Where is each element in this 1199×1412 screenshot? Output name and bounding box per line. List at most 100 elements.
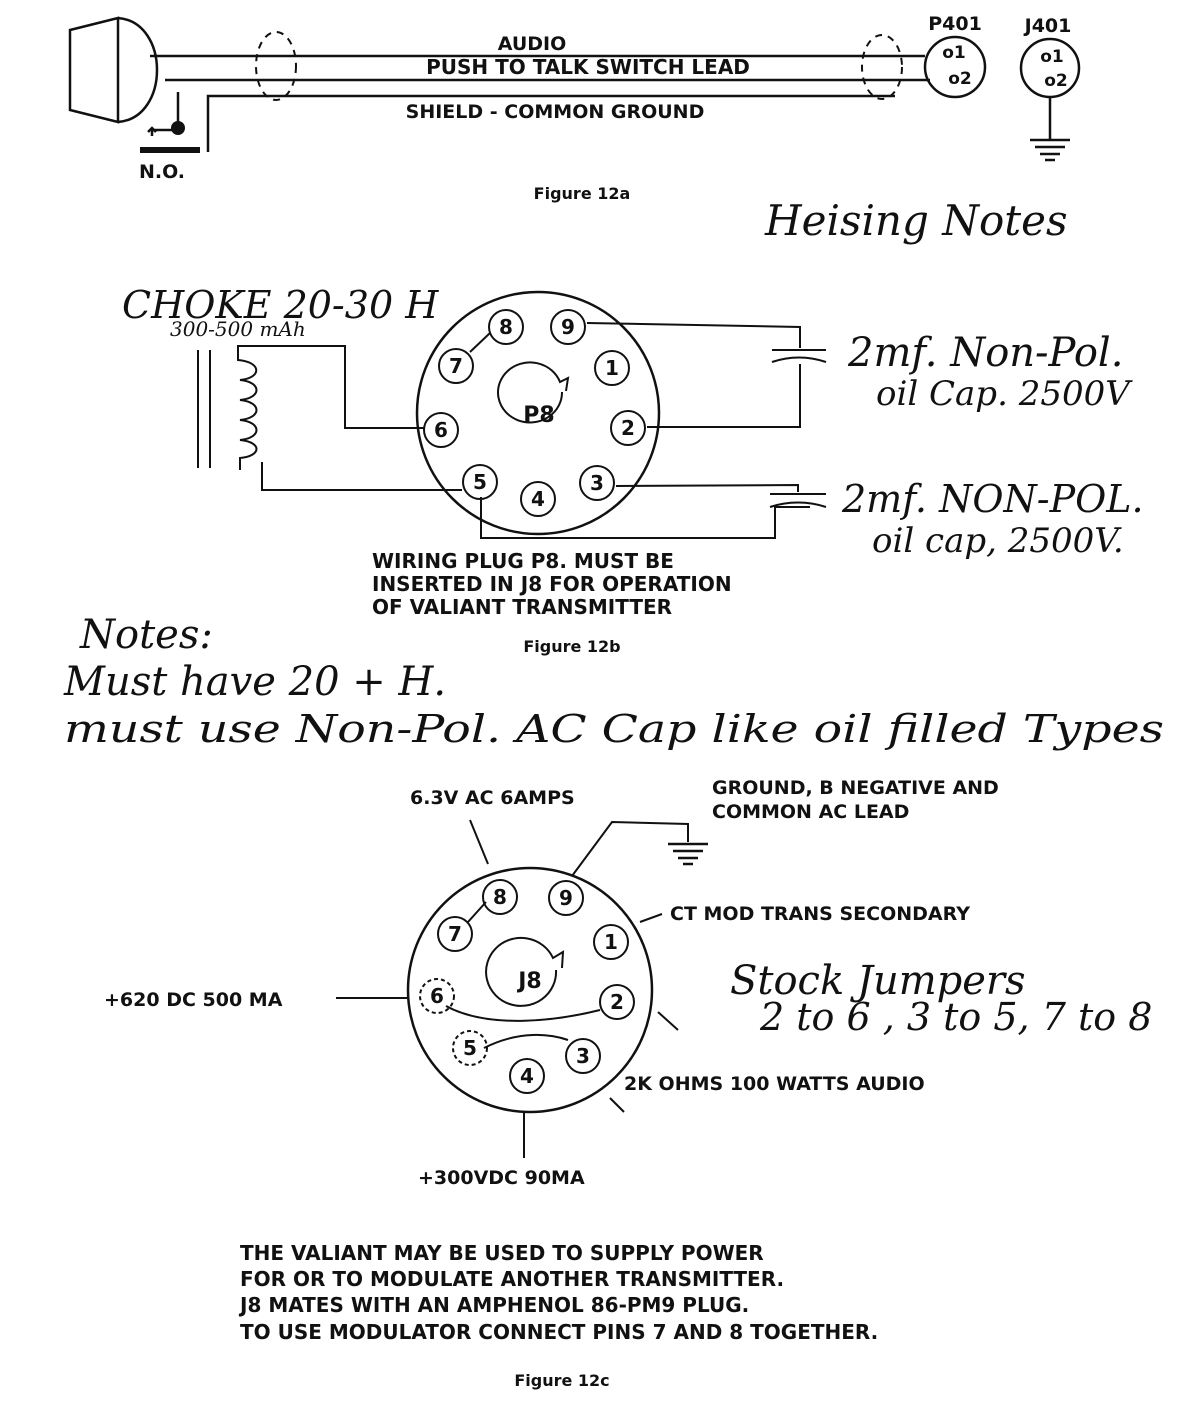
- stock-jumper-2-6: [445, 1005, 601, 1022]
- p8-pin-8-circle: [488, 309, 524, 345]
- p8-pin-group: 1 2 3 4 5 6 7 8 9: [423, 309, 646, 517]
- j8-pin-5-circle: [452, 1030, 488, 1066]
- stock-jumpers-list: 2 to 6 , 3 to 5, 7 to 8: [759, 995, 1152, 1039]
- stock-jumper-7-8: [467, 901, 487, 923]
- heising-notes: Heising Notes: [764, 196, 1068, 245]
- ground-icon-12c: [668, 842, 708, 866]
- capacitor-1-icon: [647, 349, 827, 428]
- j401-pin-1: o1: [1040, 47, 1064, 67]
- p8-pin-2-circle: [610, 410, 646, 446]
- leader-2k-2: [609, 1097, 625, 1113]
- p8-pin-7: 7: [449, 354, 463, 378]
- figure-12c-caption: Figure 12c: [514, 1371, 609, 1390]
- j401-connector: o1 o2: [1019, 37, 1081, 162]
- notes-line1: Must have 20 + H.: [63, 659, 446, 705]
- p8-pin-1-circle: [594, 350, 630, 386]
- shield-ellipse-left: [255, 31, 297, 101]
- p8-pin-6: 6: [434, 418, 448, 442]
- p8-pin-3: 3: [590, 471, 604, 495]
- shield-ellipse-right: [861, 34, 903, 100]
- j401-pin-2: o2: [1044, 71, 1068, 91]
- label-2k-ohms: 2K OHMS 100 WATTS AUDIO: [624, 1073, 925, 1095]
- j8-note-line4: TO USE MODULATOR CONNECT PINS 7 AND 8 TO…: [240, 1320, 878, 1344]
- p8-note-line3: OF VALIANT TRANSMITTER: [372, 595, 672, 619]
- figure-12a-caption: Figure 12a: [534, 184, 631, 203]
- j8-pin-8-circle: [482, 879, 518, 915]
- stock-jumpers-title: Stock Jumpers: [730, 958, 1026, 1004]
- j8-pin-6-circle: [419, 978, 455, 1014]
- choke-inductor-icon: [197, 345, 258, 470]
- handwritten-notes: Notes: Must have 20 + H. must use Non-Po…: [63, 612, 1164, 751]
- p401-connector: o1 o2: [923, 35, 987, 99]
- p401-pin-2: o2: [948, 69, 972, 89]
- j8-pin-3-circle: [565, 1038, 601, 1074]
- j8-pin-4-circle: [509, 1058, 545, 1094]
- j401-label: J401: [1023, 15, 1072, 37]
- j8-pin-7-circle: [437, 916, 473, 952]
- leader-6-3v: [469, 819, 489, 865]
- microphone-icon: [68, 16, 159, 124]
- p8-pin-2: 2: [621, 416, 635, 440]
- p8-label: P8: [523, 403, 554, 428]
- notes-line2: must use Non-Pol. AC Cap like oil filled…: [64, 707, 1164, 751]
- no-label: N.O.: [139, 161, 185, 183]
- p8-pin-5: 5: [473, 470, 487, 494]
- j8-note-line3: J8 MATES WITH AN AMPHENOL 86-PM9 PLUG.: [238, 1293, 749, 1317]
- p8-plug-body: [415, 290, 661, 536]
- j8-jack-body: [406, 866, 654, 1114]
- choke-current-label: 300-500 mAh: [170, 317, 306, 341]
- p8-pin-4: 4: [531, 487, 545, 511]
- j8-note-line1: THE VALIANT MAY BE USED TO SUPPLY POWER: [240, 1241, 764, 1265]
- notes-title: Notes:: [79, 612, 213, 658]
- figure-12b: CHOKE 20-30 H 300-500 mAh P8 1 2 3 4 5 6 7 8 9: [122, 283, 1144, 656]
- choke-wire-to-pin5: [261, 462, 462, 491]
- ground-icon: [1030, 138, 1070, 162]
- figure-12c: 6.3V AC 6AMPS GROUND, B NEGATIVE AND COM…: [104, 777, 1152, 1390]
- choke-wire-to-pin6: [238, 345, 424, 429]
- j8-pin-1: 1: [604, 930, 618, 954]
- p8-pin-8: 8: [499, 315, 513, 339]
- j8-pin-4: 4: [520, 1064, 534, 1088]
- j8-pin-8: 8: [493, 885, 507, 909]
- p8-note-line1: WIRING PLUG P8. MUST BE: [372, 549, 674, 573]
- j8-pin-2: 2: [610, 990, 624, 1014]
- j8-pin-7: 7: [448, 922, 462, 946]
- p8-pin-3-circle: [579, 465, 615, 501]
- p8-pin-9-circle: [550, 309, 586, 345]
- label-6-3v: 6.3V AC 6AMPS: [410, 787, 575, 809]
- cap1-rating: oil Cap. 2500V: [876, 374, 1133, 414]
- p401-pin-1: o1: [942, 43, 966, 63]
- capacitor-2-icon: [769, 493, 827, 508]
- j8-note-line2: FOR OR TO MODULATE ANOTHER TRANSMITTER.: [240, 1267, 784, 1291]
- cap2-wire-top: [615, 483, 799, 492]
- label-300v: +300VDC 90MA: [418, 1167, 585, 1189]
- ptt-switch-icon: [140, 121, 200, 153]
- shield-label: SHIELD - COMMON GROUND: [406, 101, 705, 123]
- cap1-value: 2mf. Non-Pol.: [847, 330, 1123, 376]
- j8-label: J8: [516, 969, 542, 994]
- j8-pin-9-circle: [548, 880, 584, 916]
- p401-label: P401: [928, 13, 982, 35]
- p8-center-key: [497, 361, 570, 424]
- label-ct-mod: CT MOD TRANS SECONDARY: [670, 903, 970, 925]
- leader-2k-1: [657, 1011, 679, 1031]
- label-ground-line1: GROUND, B NEGATIVE AND: [712, 777, 999, 799]
- stock-jumper-3-5: [483, 1034, 569, 1049]
- p8-pin-6-circle: [423, 412, 459, 448]
- j8-pin-5: 5: [463, 1036, 477, 1060]
- p8-note-line2: INSERTED IN J8 FOR OPERATION: [372, 572, 732, 596]
- j8-center-key: [485, 936, 565, 1007]
- label-620v: +620 DC 500 MA: [104, 989, 283, 1011]
- label-ground-line2: COMMON AC LEAD: [712, 801, 909, 823]
- ptt-label: PUSH TO TALK SWITCH LEAD: [426, 55, 750, 79]
- p8-pin-1: 1: [605, 356, 619, 380]
- figure-12b-caption: Figure 12b: [523, 637, 620, 656]
- cap2-value: 2mf. NON-POL.: [841, 477, 1144, 521]
- jumper-7-8: [469, 332, 491, 353]
- p8-pin-7-circle: [438, 348, 474, 384]
- p8-pin-9: 9: [561, 315, 575, 339]
- choke-label: CHOKE 20-30 H: [122, 283, 439, 327]
- j8-pin-6: 6: [430, 984, 444, 1008]
